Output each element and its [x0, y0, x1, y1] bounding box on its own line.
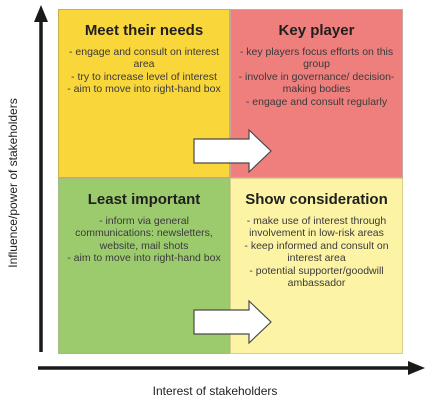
list-item: - aim to move into right-hand box [67, 252, 221, 265]
quadrant-list: - key players focus efforts on this grou… [231, 46, 402, 108]
list-item: - inform via general communications: new… [75, 215, 213, 252]
list-item: - aim to move into right-hand box [67, 83, 221, 96]
list-item: - try to increase level of interest [71, 70, 217, 83]
list-item: - make use of interest through involveme… [246, 215, 387, 240]
quadrant-least-important: Least important - inform via general com… [58, 178, 230, 354]
y-axis-label: Influence/power of stakeholders [6, 98, 20, 268]
quadrant-list: - make use of interest through involveme… [231, 215, 402, 289]
list-item: - engage and consult regularly [245, 95, 388, 108]
quadrant-title: Meet their needs [84, 22, 204, 39]
quadrant-meet-their-needs: Meet their needs - engage and consult on… [58, 9, 230, 178]
x-axis-arrow [38, 361, 425, 375]
quadrant-show-consideration: Show consideration - make use of interes… [230, 178, 403, 354]
x-axis-label: Interest of stakeholders [152, 384, 278, 398]
quadrant-list: - inform via general communications: new… [59, 215, 229, 265]
right-arrow-icon [193, 299, 272, 345]
quadrant-title: Show consideration [245, 191, 388, 208]
y-axis-arrow [34, 5, 48, 352]
quadrant-title: Least important [87, 191, 201, 208]
quadrant-list: - engage and consult on interest area - … [59, 46, 229, 96]
right-arrow-icon [193, 128, 272, 174]
list-item: - keep informed and consult on interest … [244, 239, 389, 265]
quadrant-title: Key player [278, 22, 355, 39]
list-item: - key players focus efforts on this grou… [239, 46, 394, 71]
list-item: - involve in governance/ decision-making… [238, 70, 395, 96]
list-item: - engage and consult on interest area [68, 46, 220, 71]
list-item: - potential supporter/goodwill ambassado… [249, 264, 384, 290]
